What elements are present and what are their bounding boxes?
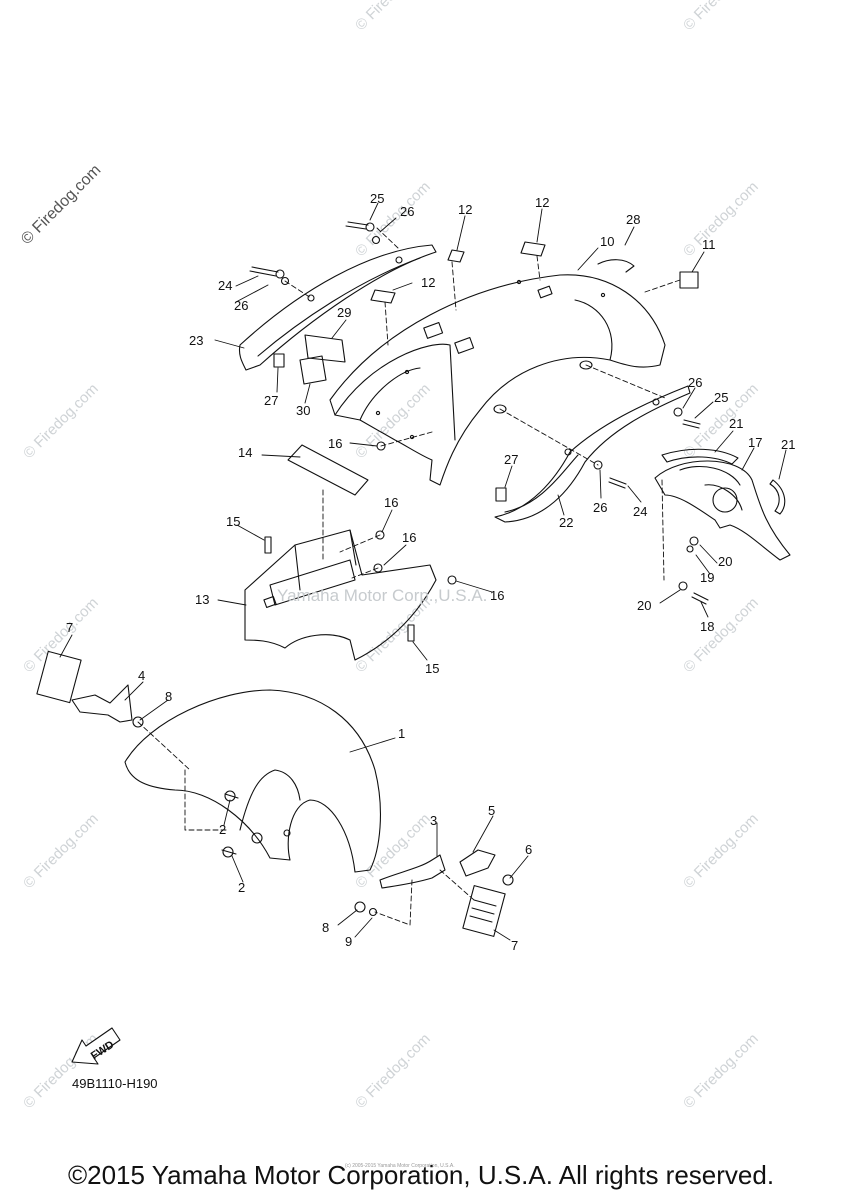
callout-21: 21 xyxy=(781,437,795,452)
callout-25: 25 xyxy=(370,191,384,206)
callout-8: 8 xyxy=(322,920,329,935)
callout-2: 2 xyxy=(238,880,245,895)
callout-24: 24 xyxy=(218,278,232,293)
callout-5: 5 xyxy=(488,803,495,818)
callout-3: 3 xyxy=(430,813,437,828)
callout-16: 16 xyxy=(328,436,342,451)
callout-numbers: 25 26 24 26 23 27 30 29 12 12 12 10 28 1… xyxy=(66,191,795,953)
callout-7: 7 xyxy=(66,620,73,635)
callout-11: 11 xyxy=(702,237,716,252)
callout-26: 26 xyxy=(400,204,414,219)
damper-21-right xyxy=(769,479,786,515)
bracket-plate-14 xyxy=(287,444,369,496)
callout-1: 1 xyxy=(398,726,405,741)
fwd-arrow-icon: FWD xyxy=(71,1027,121,1065)
reflector-bracket-lower xyxy=(379,849,496,889)
leader-lines xyxy=(59,202,787,941)
license-bracket xyxy=(244,529,437,661)
callout-7: 7 xyxy=(511,938,518,953)
callout-13: 13 xyxy=(195,592,209,607)
assembly-lines xyxy=(137,227,681,926)
callout-14: 14 xyxy=(238,445,252,460)
callout-9: 9 xyxy=(345,934,352,949)
grab-bar-left xyxy=(238,244,437,371)
callout-15: 15 xyxy=(226,514,240,529)
callout-29: 29 xyxy=(337,305,351,320)
callout-12: 12 xyxy=(535,195,549,210)
spacer-30 xyxy=(299,355,327,385)
cap-28 xyxy=(597,259,635,273)
callout-2: 2 xyxy=(219,822,226,837)
front-fender xyxy=(124,689,381,873)
callout-21: 21 xyxy=(729,416,743,431)
reflector-bracket-upper xyxy=(71,684,133,723)
rear-fender xyxy=(329,274,666,486)
callout-18: 18 xyxy=(700,619,714,634)
callout-8: 8 xyxy=(165,689,172,704)
callout-30: 30 xyxy=(296,403,310,418)
callout-12: 12 xyxy=(421,275,435,290)
callout-16: 16 xyxy=(384,495,398,510)
callout-10: 10 xyxy=(600,234,614,249)
callout-24: 24 xyxy=(633,504,647,519)
callout-12: 12 xyxy=(458,202,472,217)
reflector-lower xyxy=(462,885,506,937)
center-watermark: Yamaha Motor Corp.,U.S.A. xyxy=(277,586,488,605)
grab-bar-right xyxy=(494,385,691,523)
pad-29 xyxy=(304,334,346,363)
callout-26: 26 xyxy=(688,375,702,390)
callout-16: 16 xyxy=(490,588,504,603)
damper-21-left xyxy=(661,448,739,465)
diagram-code: 49B1110-H190 xyxy=(72,1076,158,1091)
callout-20: 20 xyxy=(637,598,651,613)
clip-27 xyxy=(273,353,507,502)
plate-12 xyxy=(370,241,546,304)
callout-4: 4 xyxy=(138,668,145,683)
callout-15: 15 xyxy=(425,661,439,676)
fasteners xyxy=(132,221,709,917)
callout-19: 19 xyxy=(700,570,714,585)
callout-16: 16 xyxy=(402,530,416,545)
callout-26: 26 xyxy=(593,500,607,515)
callout-20: 20 xyxy=(718,554,732,569)
fineprint: (c) 2005-2015 Yamaha Motor Corporation, … xyxy=(345,1163,455,1169)
callout-23: 23 xyxy=(189,333,203,348)
callout-26: 26 xyxy=(234,298,248,313)
collar-15 xyxy=(264,536,415,642)
callout-27: 27 xyxy=(264,393,278,408)
callout-17: 17 xyxy=(748,435,762,450)
callout-28: 28 xyxy=(626,212,640,227)
callout-25: 25 xyxy=(714,390,728,405)
reflector-upper xyxy=(36,650,82,704)
callout-6: 6 xyxy=(525,842,532,857)
callout-22: 22 xyxy=(559,515,573,530)
copyright-footer: ©2015 Yamaha Motor Corporation, U.S.A. A… xyxy=(67,1160,775,1190)
callout-27: 27 xyxy=(504,452,518,467)
cover-11 xyxy=(679,271,699,289)
tail-light xyxy=(654,460,791,561)
